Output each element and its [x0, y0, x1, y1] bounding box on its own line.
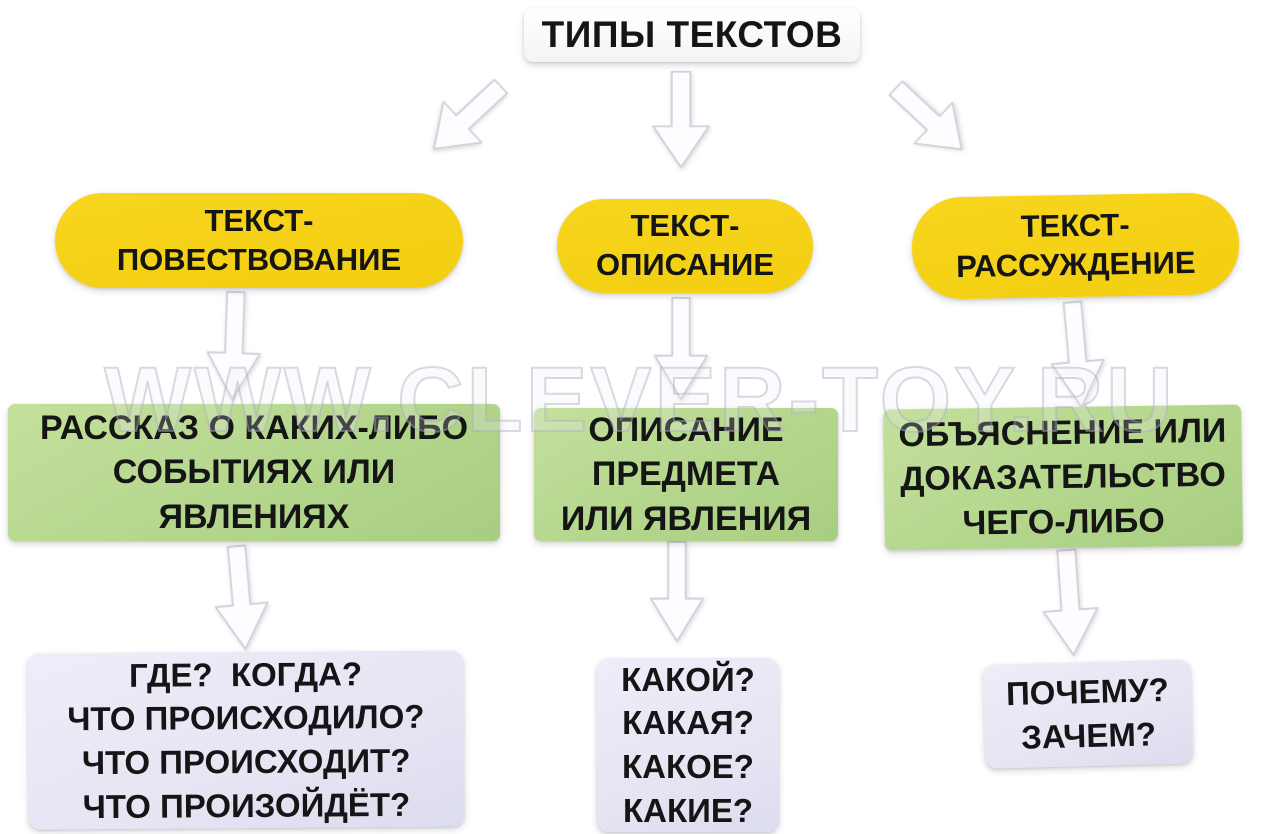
questions-card-reasoning: ПОЧЕМУ? ЗАЧЕМ? [982, 659, 1194, 769]
type-card-reasoning: ТЕКСТ- РАССУЖДЕНИЕ [911, 192, 1240, 300]
questions-card-description: КАКОЙ? КАКАЯ? КАКОЕ? КАКИЕ? [597, 658, 779, 832]
arrow-down-icon [203, 289, 265, 403]
arrow-down-icon [648, 540, 706, 644]
questions-text-description: КАКОЙ? КАКАЯ? КАКОЕ? КАКИЕ? [621, 660, 755, 829]
arrow-down-icon [1043, 298, 1110, 413]
definition-card-narration: РАССКАЗ О КАКИХ-ЛИБО СОБЫТИЯХ ИЛИ ЯВЛЕНИ… [8, 404, 500, 541]
type-card-description: ТЕКСТ- ОПИСАНИЕ [557, 199, 813, 293]
definition-card-description: ОПИСАНИЕ ПРЕДМЕТА ИЛИ ЯВЛЕНИЯ [534, 408, 838, 541]
definition-text-description: ОПИСАНИЕ ПРЕДМЕТА ИЛИ ЯВЛЕНИЯ [560, 411, 812, 538]
questions-card-narration: ГДЕ? КОГДА? ЧТО ПРОИСХОДИЛО? ЧТО ПРОИСХО… [27, 650, 465, 830]
page-title: ТИПЫ ТЕКСТОВ [541, 14, 843, 55]
arrow-down-left-icon [411, 63, 523, 174]
definition-text-narration: РАССКАЗ О КАКИХ-ЛИБО СОБЫТИЯХ ИЛИ ЯВЛЕНИ… [39, 409, 469, 536]
questions-text-reasoning: ПОЧЕМУ? ЗАЧЕМ? [1005, 671, 1170, 756]
arrow-down-icon [650, 70, 712, 170]
type-label-description: ТЕКСТ- ОПИСАНИЕ [595, 208, 775, 282]
arrow-down-icon [652, 296, 710, 402]
type-label-reasoning: ТЕКСТ- РАССУЖДЕНИЕ [955, 207, 1196, 285]
type-card-narration: ТЕКСТ- ПОВЕСТВОВАНИЕ [55, 193, 463, 288]
type-label-narration: ТЕКСТ- ПОВЕСТВОВАНИЕ [116, 202, 402, 277]
title-card: ТИПЫ ТЕКСТОВ [524, 8, 860, 62]
arrow-down-icon [207, 542, 274, 655]
questions-text-narration: ГДЕ? КОГДА? ЧТО ПРОИСХОДИЛО? ЧТО ПРОИСХО… [67, 655, 425, 825]
definition-card-reasoning: ОБЪЯСНЕНИЕ ИЛИ ДОКАЗАТЕЛЬСТВО ЧЕГО-ЛИБО [883, 404, 1243, 551]
definition-text-reasoning: ОБЪЯСНЕНИЕ ИЛИ ДОКАЗАТЕЛЬСТВО ЧЕГО-ЛИБО [898, 411, 1227, 543]
arrow-down-right-icon [873, 64, 984, 173]
arrow-down-icon [1036, 546, 1104, 660]
